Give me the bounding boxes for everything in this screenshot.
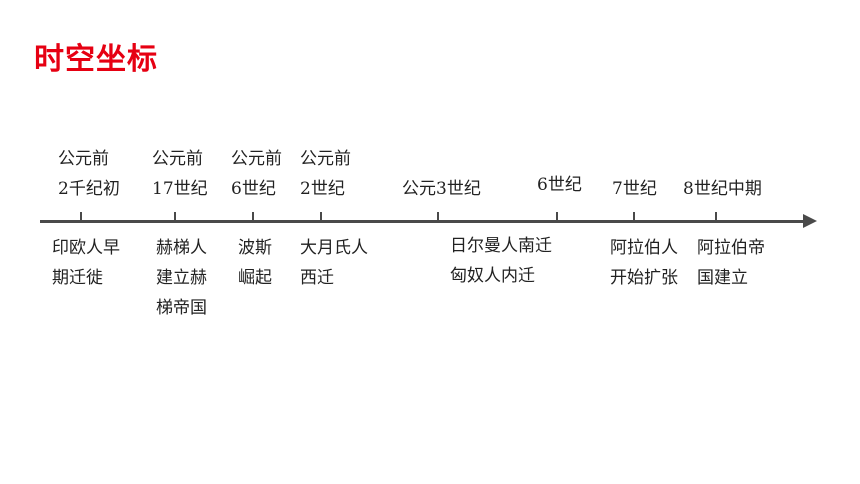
timeline-event: 波斯 崛起	[238, 233, 272, 293]
timeline-tick	[252, 212, 254, 221]
event-line: 大月氏人	[300, 238, 368, 258]
date-line: 公元3世纪	[402, 179, 481, 199]
timeline-event: 日尔曼人南迁 匈奴人内迁	[450, 231, 552, 291]
event-line: 梯帝国	[156, 298, 207, 318]
date-line: 7世纪	[612, 179, 657, 199]
event-line: 赫梯人	[156, 238, 207, 258]
date-line: 2世纪	[300, 179, 345, 199]
date-line: 6世纪	[537, 175, 582, 195]
event-line: 日尔曼人南迁	[450, 236, 552, 256]
timeline-date: 公元3世纪	[402, 174, 481, 204]
event-line: 阿拉伯帝	[697, 238, 765, 258]
timeline-event: 印欧人早 期迁徙	[52, 233, 120, 293]
date-line: 公元前	[231, 149, 282, 169]
timeline-tick	[556, 212, 558, 221]
event-line: 西迁	[300, 268, 334, 288]
event-line: 波斯	[238, 238, 272, 258]
timeline-date: 7世纪	[612, 174, 657, 204]
date-line: 公元前	[58, 149, 109, 169]
timeline-event: 赫梯人 建立赫 梯帝国	[156, 233, 207, 323]
timeline-date: 公元前 17世纪	[152, 144, 208, 204]
timeline-date: 公元前 2世纪	[300, 144, 351, 204]
timeline-date: 公元前 6世纪	[231, 144, 282, 204]
timeline-event: 阿拉伯帝 国建立	[697, 233, 765, 293]
timeline-tick	[174, 212, 176, 221]
event-line: 阿拉伯人	[610, 238, 678, 258]
timeline-date: 8世纪中期	[683, 174, 762, 204]
event-line: 国建立	[697, 268, 748, 288]
date-line: 8世纪中期	[683, 179, 762, 199]
event-line: 印欧人早	[52, 238, 120, 258]
timeline-tick	[633, 212, 635, 221]
timeline-tick	[437, 212, 439, 221]
event-line: 崛起	[238, 268, 272, 288]
timeline-tick	[320, 212, 322, 221]
timeline-tick	[715, 212, 717, 221]
date-line: 17世纪	[152, 179, 208, 199]
axis-arrow-icon	[803, 214, 817, 228]
date-line: 2千纪初	[58, 179, 120, 199]
date-line: 公元前	[300, 149, 351, 169]
date-line: 6世纪	[231, 179, 276, 199]
timeline-tick	[80, 212, 82, 221]
timeline-axis	[40, 220, 806, 223]
timeline-event: 大月氏人 西迁	[300, 233, 368, 293]
event-line: 匈奴人内迁	[450, 266, 535, 286]
date-line: 公元前	[152, 149, 203, 169]
timeline-date: 6世纪	[537, 170, 582, 200]
timeline-event: 阿拉伯人 开始扩张	[610, 233, 678, 293]
event-line: 期迁徙	[52, 268, 103, 288]
timeline-date: 公元前 2千纪初	[58, 144, 120, 204]
page-title: 时空坐标	[34, 42, 158, 77]
event-line: 开始扩张	[610, 268, 678, 288]
event-line: 建立赫	[156, 268, 207, 288]
